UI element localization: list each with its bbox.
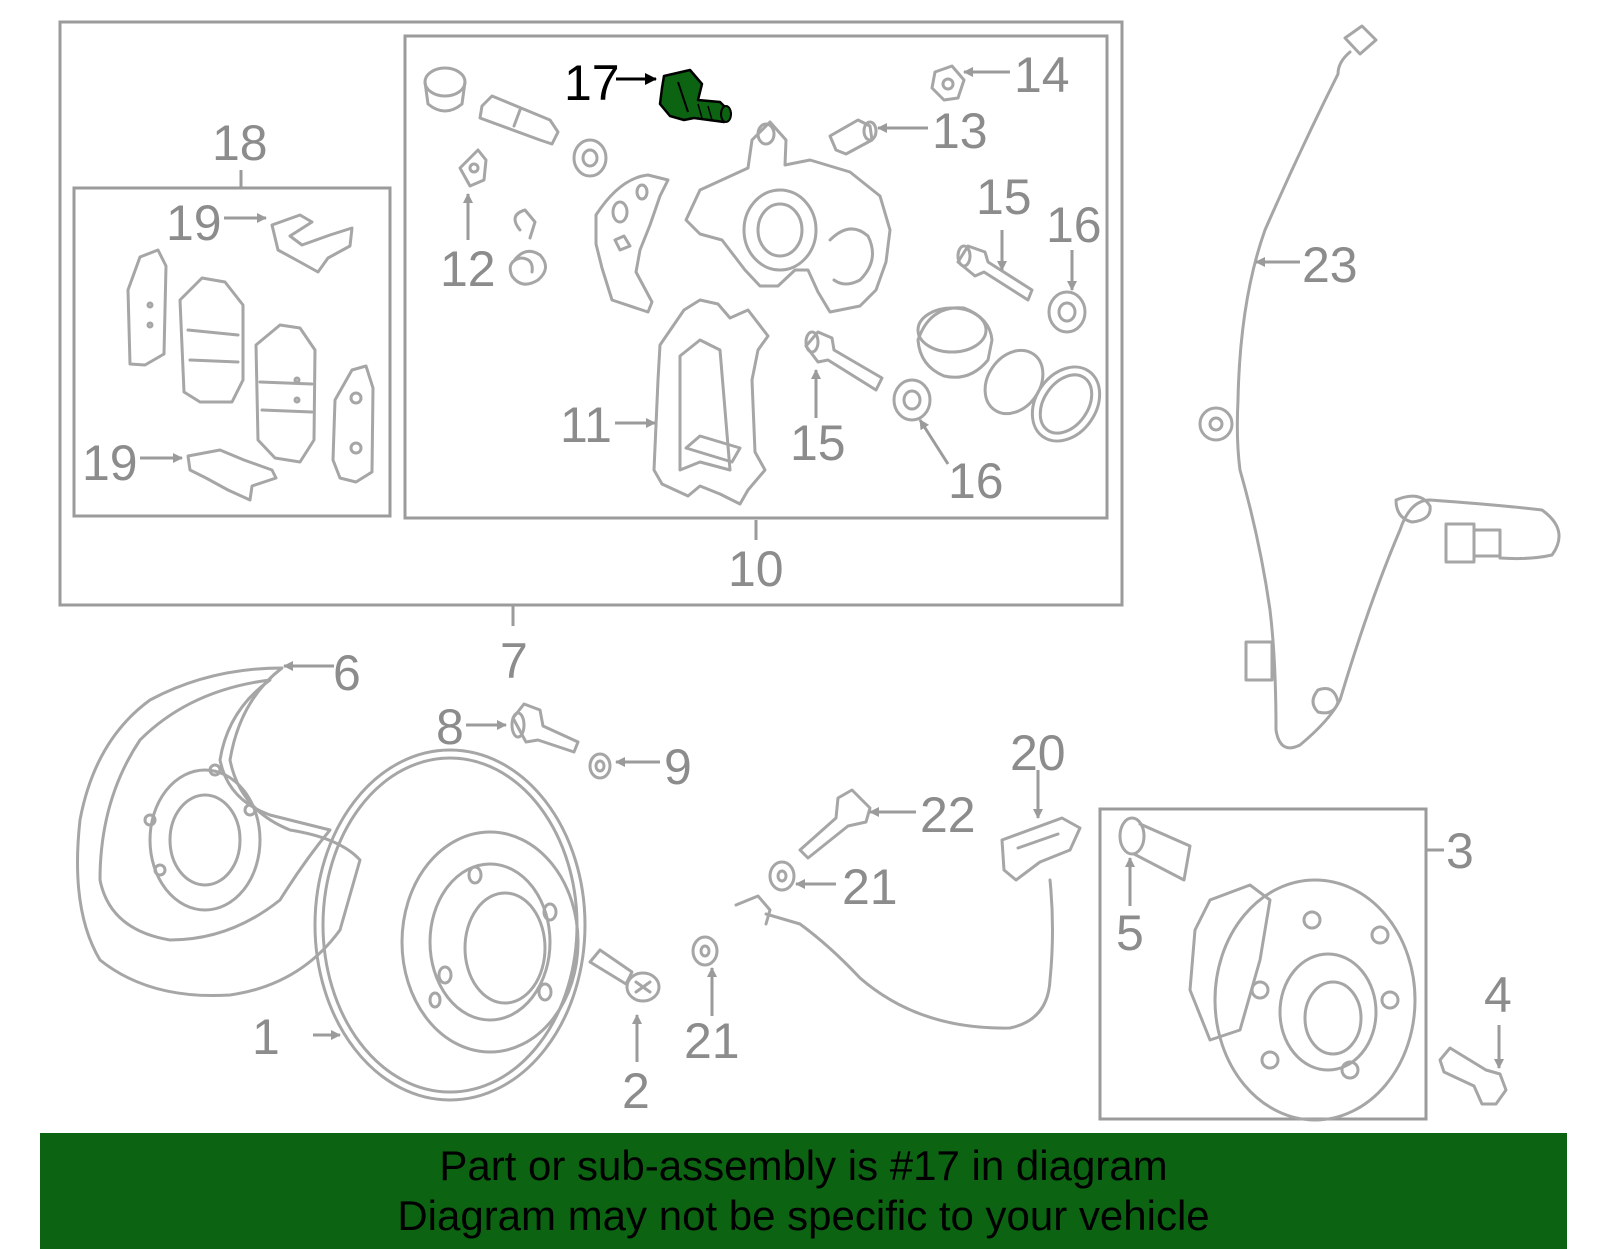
callout-8: 8: [436, 699, 464, 755]
callout-19-lower: 19: [82, 435, 138, 491]
bolt-boot-lower: [892, 378, 932, 422]
caliper-assembly-frame: [58, 20, 1124, 607]
washer-21-upper: [768, 860, 796, 892]
callout-21-lower: 21: [684, 1013, 740, 1069]
callout-9: 9: [664, 739, 692, 795]
callout-7: 7: [500, 633, 528, 689]
hub-stud: [1118, 816, 1192, 882]
washer-21-lower: [691, 935, 719, 967]
part-info-banner: Part or sub-assembly is #17 in diagram D…: [40, 1133, 1567, 1249]
washer-9: [588, 752, 612, 780]
caliper-housing: [684, 120, 892, 314]
hub-frame: [1098, 807, 1428, 1121]
backing-plate: [76, 666, 362, 998]
pad-kit-frame: [72, 186, 392, 518]
callout-18: 18: [212, 115, 268, 171]
guide-bolt-lower: [804, 330, 884, 392]
guide-pin-boot-cap: [423, 66, 467, 113]
pad-clip-upper: [270, 213, 354, 274]
wheel-speed-sensor-cable: [1198, 24, 1561, 750]
brake-rotor: [313, 748, 587, 1102]
callout-6: 6: [333, 645, 361, 701]
bleeder-screw: [828, 118, 878, 156]
guide-pin: [478, 94, 560, 146]
bleeder-nipple: [930, 64, 966, 102]
guide-bushing: [572, 138, 608, 178]
banner-line-1: Part or sub-assembly is #17 in diagram: [439, 1142, 1168, 1189]
highlighted-bolt-17: [658, 68, 732, 124]
bleeder-cap: [458, 148, 488, 188]
callout-11: 11: [560, 397, 612, 453]
callout-1: 1: [252, 1009, 280, 1065]
callout-20: 20: [1010, 725, 1066, 781]
callout-5: 5: [1116, 905, 1144, 961]
callout-16-lower: 16: [948, 453, 1004, 509]
callout-15-lower: 15: [790, 415, 846, 471]
banjo-bolt: [798, 788, 872, 860]
caliper-bracket-plate: [594, 173, 670, 314]
caliper-frame: [403, 34, 1109, 520]
callout-13: 13: [932, 103, 988, 159]
caliper-piston: [916, 306, 994, 379]
callout-15-upper: 15: [976, 169, 1032, 225]
bolt-boot-upper: [1047, 290, 1087, 334]
caliper-carrier: [652, 298, 770, 506]
wheel-hub: [1188, 878, 1417, 1122]
callout-19-upper: 19: [166, 195, 222, 251]
callout-10: 10: [728, 541, 784, 597]
callout-4: 4: [1484, 967, 1512, 1023]
callout-21-upper: 21: [842, 859, 898, 915]
hub-bolt: [1438, 1046, 1508, 1106]
mounting-bolt: [510, 702, 580, 754]
brake-hose: [734, 816, 1082, 1030]
callout-17: 17: [564, 55, 620, 111]
callout-23: 23: [1302, 237, 1358, 293]
callout-16-upper: 16: [1046, 197, 1102, 253]
banner-line-2: Diagram may not be specific to your vehi…: [397, 1192, 1210, 1239]
callout-3: 3: [1446, 823, 1474, 879]
rotor-screw: [588, 948, 661, 1003]
pad-clip-lower: [186, 448, 278, 502]
guide-bolt-upper: [956, 244, 1034, 302]
callout-22: 22: [920, 787, 976, 843]
piston-boot: [1030, 365, 1102, 443]
callout-14: 14: [1014, 47, 1070, 103]
piston-seal: [983, 348, 1045, 416]
pad-spring: [508, 208, 547, 286]
brake-pad-set: [126, 248, 375, 484]
callout-2: 2: [622, 1063, 650, 1119]
callout-12: 12: [440, 241, 496, 297]
